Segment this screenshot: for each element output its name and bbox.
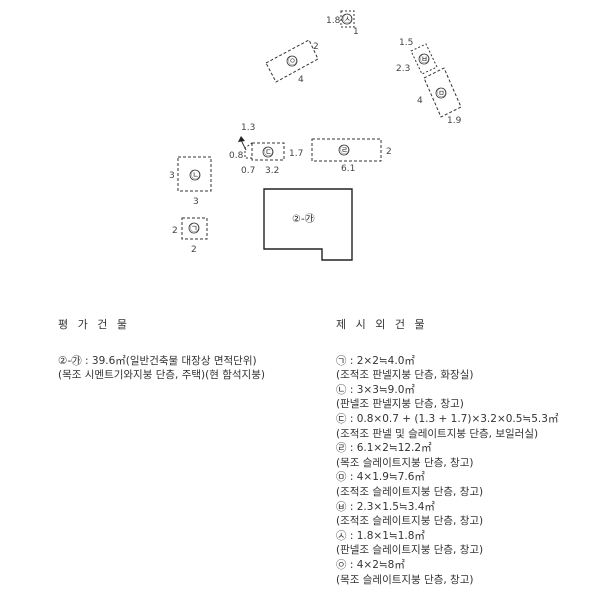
excluded-building-line: (조적조 판넬 및 슬레이트지붕 단층, 보일러실): [336, 427, 539, 440]
excluded-building-line: (목조 슬레이트지붕 단층, 창고): [336, 573, 474, 586]
annex-f-dim-1: 1.5: [399, 38, 413, 48]
annex-c-dim-2: 0.7: [241, 166, 255, 176]
annex-e-dim-length: 4: [417, 96, 423, 106]
annex-a-symbol: ㉠: [190, 223, 199, 234]
annex-d-dim-width: 6.1: [341, 164, 355, 174]
excluded-building-line: (판넬조 슬레이트지붕 단층, 창고): [336, 544, 484, 557]
appraised-building-heading: 평 가 건 물: [58, 318, 130, 331]
annex-e-symbol: ㉤: [437, 88, 446, 99]
excluded-buildings-section: 제 시 외 건 물 ㉠ : 2×2≒4.0㎡ (조적조 판넬지붕 단층, 화장실)…: [336, 318, 558, 587]
annex-b-dim-width: 3: [193, 197, 199, 207]
annex-a: ㉠ 2 2: [172, 217, 208, 255]
excluded-building-line: ㉠ : 2×2≒4.0㎡: [336, 354, 415, 367]
annex-c-dim-3: 1.3: [241, 123, 255, 133]
annex-c-symbol: ㉢: [264, 147, 273, 158]
excluded-building-line: (조적조 슬레이트지붕 단층, 창고): [336, 515, 484, 528]
annex-f: ㉥ 1.5 2.3: [396, 38, 438, 75]
annex-a-dim-width: 2: [191, 245, 197, 255]
excluded-building-line: ㉥ : 2.3×1.5≒3.4㎡: [336, 500, 435, 513]
annex-c-dim-5: 1.7: [289, 149, 303, 159]
appraised-building-line: (목조 시멘트기와지붕 단층, 주택)(현 함석지붕): [58, 369, 265, 382]
excluded-building-line: ㉣ : 6.1×2≒12.2㎡: [336, 442, 432, 455]
annex-b: ㉡ 3 3: [169, 156, 212, 207]
main-building-label: ②-㉮: [292, 213, 315, 225]
main-building-outline: [263, 188, 353, 261]
annex-c: ㉢ 0.8 0.7 1.3 3.2 1.7: [229, 123, 303, 176]
annex-f-symbol: ㉥: [420, 54, 429, 65]
annex-h-dim-height: 2: [313, 42, 319, 52]
annex-e: ㉤ 4 1.9: [417, 67, 462, 126]
annex-b-symbol: ㉡: [191, 170, 200, 181]
annex-g: ㉦ 1.8 1: [326, 10, 359, 37]
annex-h-dim-width: 4: [298, 75, 304, 85]
annex-c-dim-1: 0.8: [229, 151, 244, 161]
annex-h: ㉧ 2 4: [265, 39, 319, 85]
excluded-building-line: ㉧ : 4×2≒8㎡: [336, 558, 405, 571]
annex-g-dim-width: 1: [353, 27, 359, 37]
appraised-building-section: 평 가 건 물 ②-㉮ : 39.6㎡(일반건축물 대장상 면적단위) (목조 시…: [58, 318, 265, 383]
annex-a-dim-height: 2: [172, 226, 178, 236]
annex-b-dim-height: 3: [169, 171, 175, 181]
annex-h-symbol: ㉧: [288, 56, 297, 67]
annex-c-dim-4: 3.2: [265, 166, 279, 176]
excluded-buildings-heading: 제 시 외 건 물: [336, 318, 428, 331]
annex-f-dim-2: 2.3: [396, 64, 410, 74]
excluded-building-line: ㉦ : 1.8×1≒1.8㎡: [336, 529, 425, 542]
annex-g-dim-height: 1.8: [326, 16, 341, 26]
annex-g-symbol: ㉦: [343, 14, 352, 25]
annex-e-dim-width: 1.9: [447, 116, 462, 126]
annex-d-dim-height: 2: [386, 147, 392, 157]
excluded-building-line: (판넬조 판넬지붕 단층, 창고): [336, 398, 464, 411]
excluded-building-line: ㉡ : 3×3≒9.0㎡: [336, 383, 415, 396]
excluded-building-line: (조적조 슬레이트지붕 단층, 창고): [336, 485, 484, 498]
appraised-building-line: ②-㉮ : 39.6㎡(일반건축물 대장상 면적단위): [58, 354, 257, 367]
site-plan-diagram: ②-㉮ ㉠ 2 2 ㉡ 3 3 ㉢ 0.8 0.7 1.3 3.2 1.7 ㉣ …: [169, 10, 462, 261]
annex-d-symbol: ㉣: [340, 145, 349, 156]
excluded-building-line: (목조 슬레이트지붕 단층, 창고): [336, 456, 474, 469]
annex-d: ㉣ 6.1 2: [311, 138, 392, 174]
excluded-building-line: ㉢ : 0.8×0.7 + (1.3 + 1.7)×3.2×0.5≒5.3㎡: [336, 412, 559, 425]
excluded-building-line: (조적조 판넬지붕 단층, 화장실): [336, 369, 474, 382]
excluded-building-line: ㉤ : 4×1.9≒7.6㎡: [336, 471, 425, 484]
